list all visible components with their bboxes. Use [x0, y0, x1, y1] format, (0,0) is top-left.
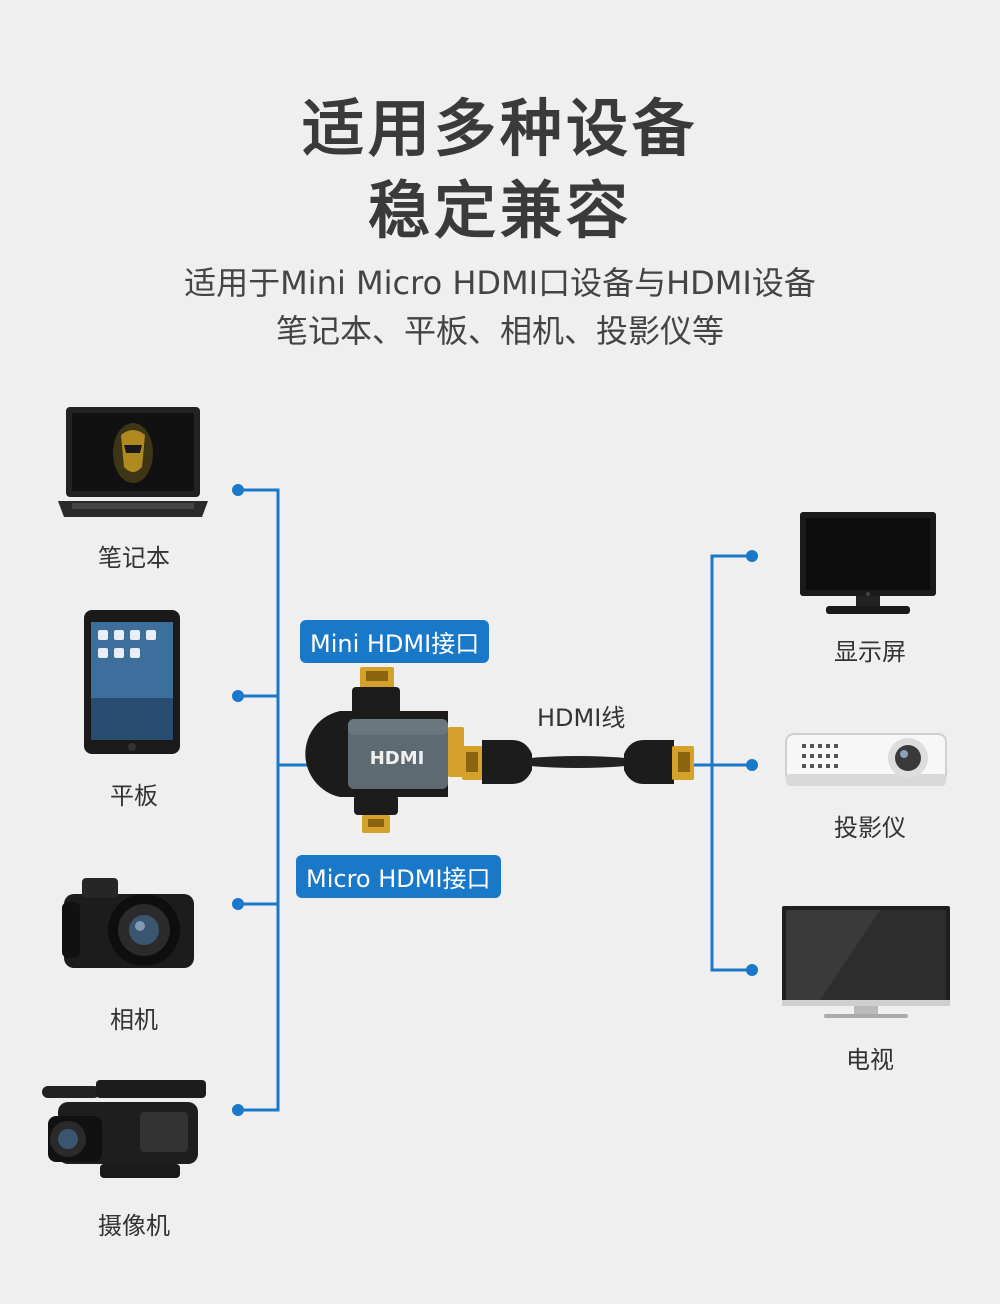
description-line-1: 适用于Mini Micro HDMI口设备与HDMI设备 [184, 264, 816, 302]
projector-icon [785, 733, 947, 786]
page-subtitle: 稳定兼容 [367, 174, 632, 247]
camcorder-icon [42, 1080, 206, 1178]
tablet-icon [84, 610, 180, 754]
monitor-icon [800, 512, 936, 614]
tv-icon [782, 906, 950, 1018]
hdmi-adapter-icon: HDMI [305, 667, 464, 833]
device-label-laptop: 笔记本 [98, 544, 170, 572]
description-line-2: 笔记本、平板、相机、投影仪等 [275, 312, 724, 350]
mini-hdmi-tag: Mini HDMI接口 [300, 620, 490, 663]
device-label-monitor: 显示屏 [834, 638, 906, 666]
camera-icon [62, 878, 194, 968]
page-title: 适用多种设备 [301, 92, 698, 165]
device-label-tv: 电视 [846, 1046, 894, 1074]
laptop-icon [58, 407, 208, 517]
device-label-camera: 相机 [110, 1006, 158, 1034]
hdmi-cable-label: HDMI线 [537, 704, 626, 732]
micro-hdmi-tag: Micro HDMI接口 [296, 855, 501, 898]
hdmi-cable-icon [462, 740, 694, 784]
adapter-hdmi-text: HDMI [370, 748, 425, 769]
device-label-projector: 投影仪 [834, 814, 906, 842]
device-label-camcorder: 摄像机 [98, 1212, 170, 1240]
device-label-tablet: 平板 [110, 782, 158, 810]
